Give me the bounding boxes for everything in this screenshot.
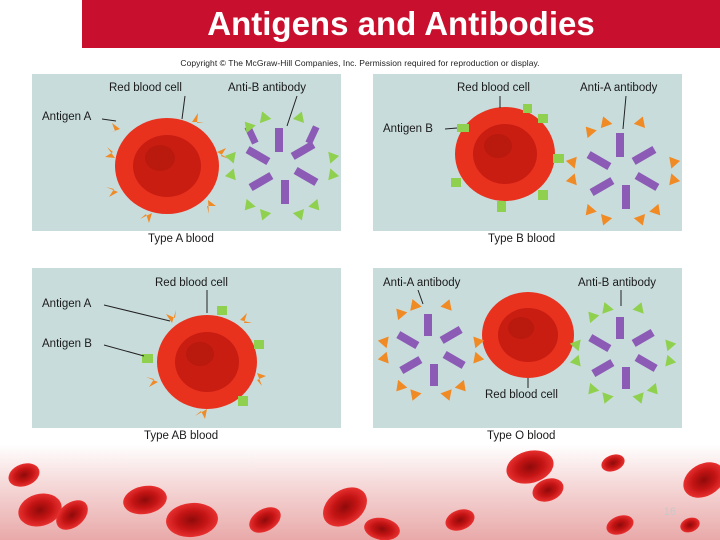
label-antigen-a: Antigen A xyxy=(42,298,92,310)
anti-b-antibody xyxy=(569,302,677,404)
caption-type-ab: Type AB blood xyxy=(144,430,219,442)
caption-type-b: Type B blood xyxy=(488,233,556,245)
label-antigen-a: Antigen A xyxy=(42,111,92,123)
antigen-b-markers xyxy=(451,104,564,212)
type-a-illustration xyxy=(101,95,340,223)
title-bar xyxy=(82,0,720,48)
label-anti-b-antibody: Anti-B antibody xyxy=(578,277,656,289)
panel-type-o: Anti-A antibody Anti-B antibody Red bloo… xyxy=(373,268,682,428)
antigen-a-markers xyxy=(146,310,266,419)
anti-a-antibody xyxy=(565,116,681,226)
label-anti-a-antibody: Anti-A antibody xyxy=(580,82,658,94)
label-antigen-b: Antigen B xyxy=(383,123,433,135)
caption-type-o: Type O blood xyxy=(487,430,556,442)
label-red-blood-cell: Red blood cell xyxy=(155,277,228,289)
label-red-blood-cell: Red blood cell xyxy=(485,389,558,401)
type-o-illustration xyxy=(377,289,677,404)
antigen-a-markers xyxy=(105,113,229,223)
anti-b-antibody xyxy=(224,111,340,221)
label-red-blood-cell: Red blood cell xyxy=(457,82,530,94)
anti-a-antibody xyxy=(377,299,485,401)
page-number: 16 xyxy=(663,506,676,518)
panel-type-a: Red blood cell Anti-B antibody Antigen A xyxy=(32,74,341,231)
title-left-strip xyxy=(0,0,82,48)
antigen-b-markers xyxy=(142,306,264,406)
type-ab-illustration xyxy=(103,290,266,419)
blood-cells-decoration xyxy=(0,445,720,540)
panel-type-b: Red blood cell Anti-A antibody Antigen B xyxy=(373,74,682,231)
label-red-blood-cell: Red blood cell xyxy=(109,82,182,94)
copyright-notice: Copyright © The McGraw-Hill Companies, I… xyxy=(180,58,540,68)
caption-type-a: Type A blood xyxy=(148,233,214,245)
label-antigen-b: Antigen B xyxy=(42,338,92,350)
slide-title: Antigens and Antibodies xyxy=(207,5,595,42)
type-b-illustration xyxy=(444,95,681,226)
label-anti-a-antibody: Anti-A antibody xyxy=(383,277,461,289)
panel-type-ab: Red blood cell Antigen A Antigen B xyxy=(32,268,341,428)
label-anti-b-antibody: Anti-B antibody xyxy=(228,82,306,94)
